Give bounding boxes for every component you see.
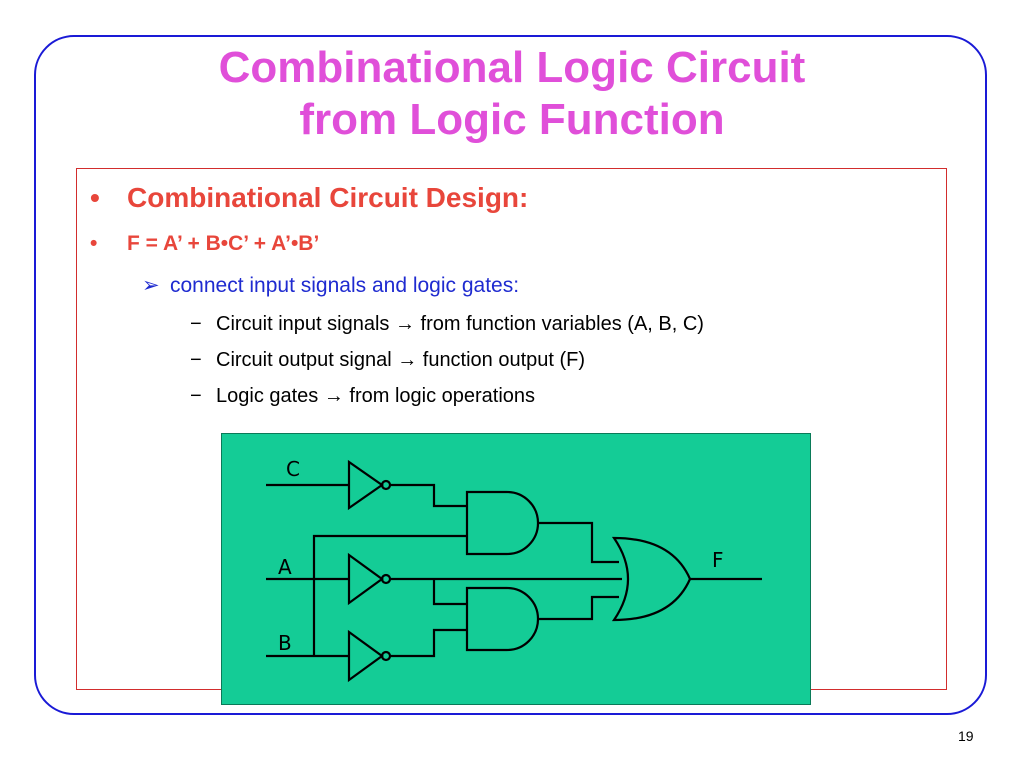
wire-and2-out [538, 595, 619, 621]
dash-bullet: − [190, 385, 202, 407]
wire-notb [390, 628, 467, 658]
and-gate-1 [465, 490, 540, 556]
sub-item-gates: −Logic gates → from logic operations [190, 385, 535, 408]
slide-frame [34, 35, 987, 715]
sub-item-text: Circuit input signals → from function va… [216, 313, 704, 335]
sub-item-output: −Circuit output signal → function output… [190, 349, 585, 372]
slide-title: Combinational Logic Circuit from Logic F… [0, 42, 1024, 146]
title-line-1: Combinational Logic Circuit [218, 43, 806, 92]
wire-notc [390, 483, 467, 508]
title-line-2: from Logic Function [299, 95, 725, 144]
circuit-svg: C A B F [266, 457, 762, 683]
and-gate-2 [465, 586, 540, 652]
label-b: B [278, 631, 292, 655]
dash-bullet: − [190, 313, 202, 335]
sub-bullet-connect-text: connect input signals and logic gates: [170, 274, 520, 297]
bullet-dot: • [90, 232, 98, 255]
not-gate-a [347, 552, 384, 606]
arrow-bullet-icon: ➢ [142, 274, 160, 297]
page-number: 19 [958, 728, 974, 744]
not-gate-b [347, 629, 384, 683]
wire-b-and1 [312, 534, 467, 656]
not-gate-c [347, 459, 384, 511]
or-gate [611, 536, 692, 622]
wire-nota-and2 [432, 579, 467, 606]
wire-and1-out [538, 521, 619, 564]
sub-item-text: Logic gates → from logic operations [216, 385, 536, 407]
sub-bullet-connect: ➢ connect input signals and logic gates: [142, 273, 519, 298]
label-c: C [286, 457, 300, 481]
label-f: F [712, 548, 724, 572]
label-a: A [278, 555, 292, 579]
sub-item-inputs: −Circuit input signals → from function v… [190, 313, 704, 336]
dash-bullet: − [190, 349, 202, 371]
logic-circuit-diagram: C A B F [221, 433, 811, 705]
bullet-function-text: F = A’ + B•C’ + A’•B’ [127, 232, 320, 255]
sub-item-text: Circuit output signal → function output … [216, 349, 586, 371]
bullet-dot: • [90, 182, 100, 213]
bullet-design-text: Combinational Circuit Design: [127, 182, 529, 213]
